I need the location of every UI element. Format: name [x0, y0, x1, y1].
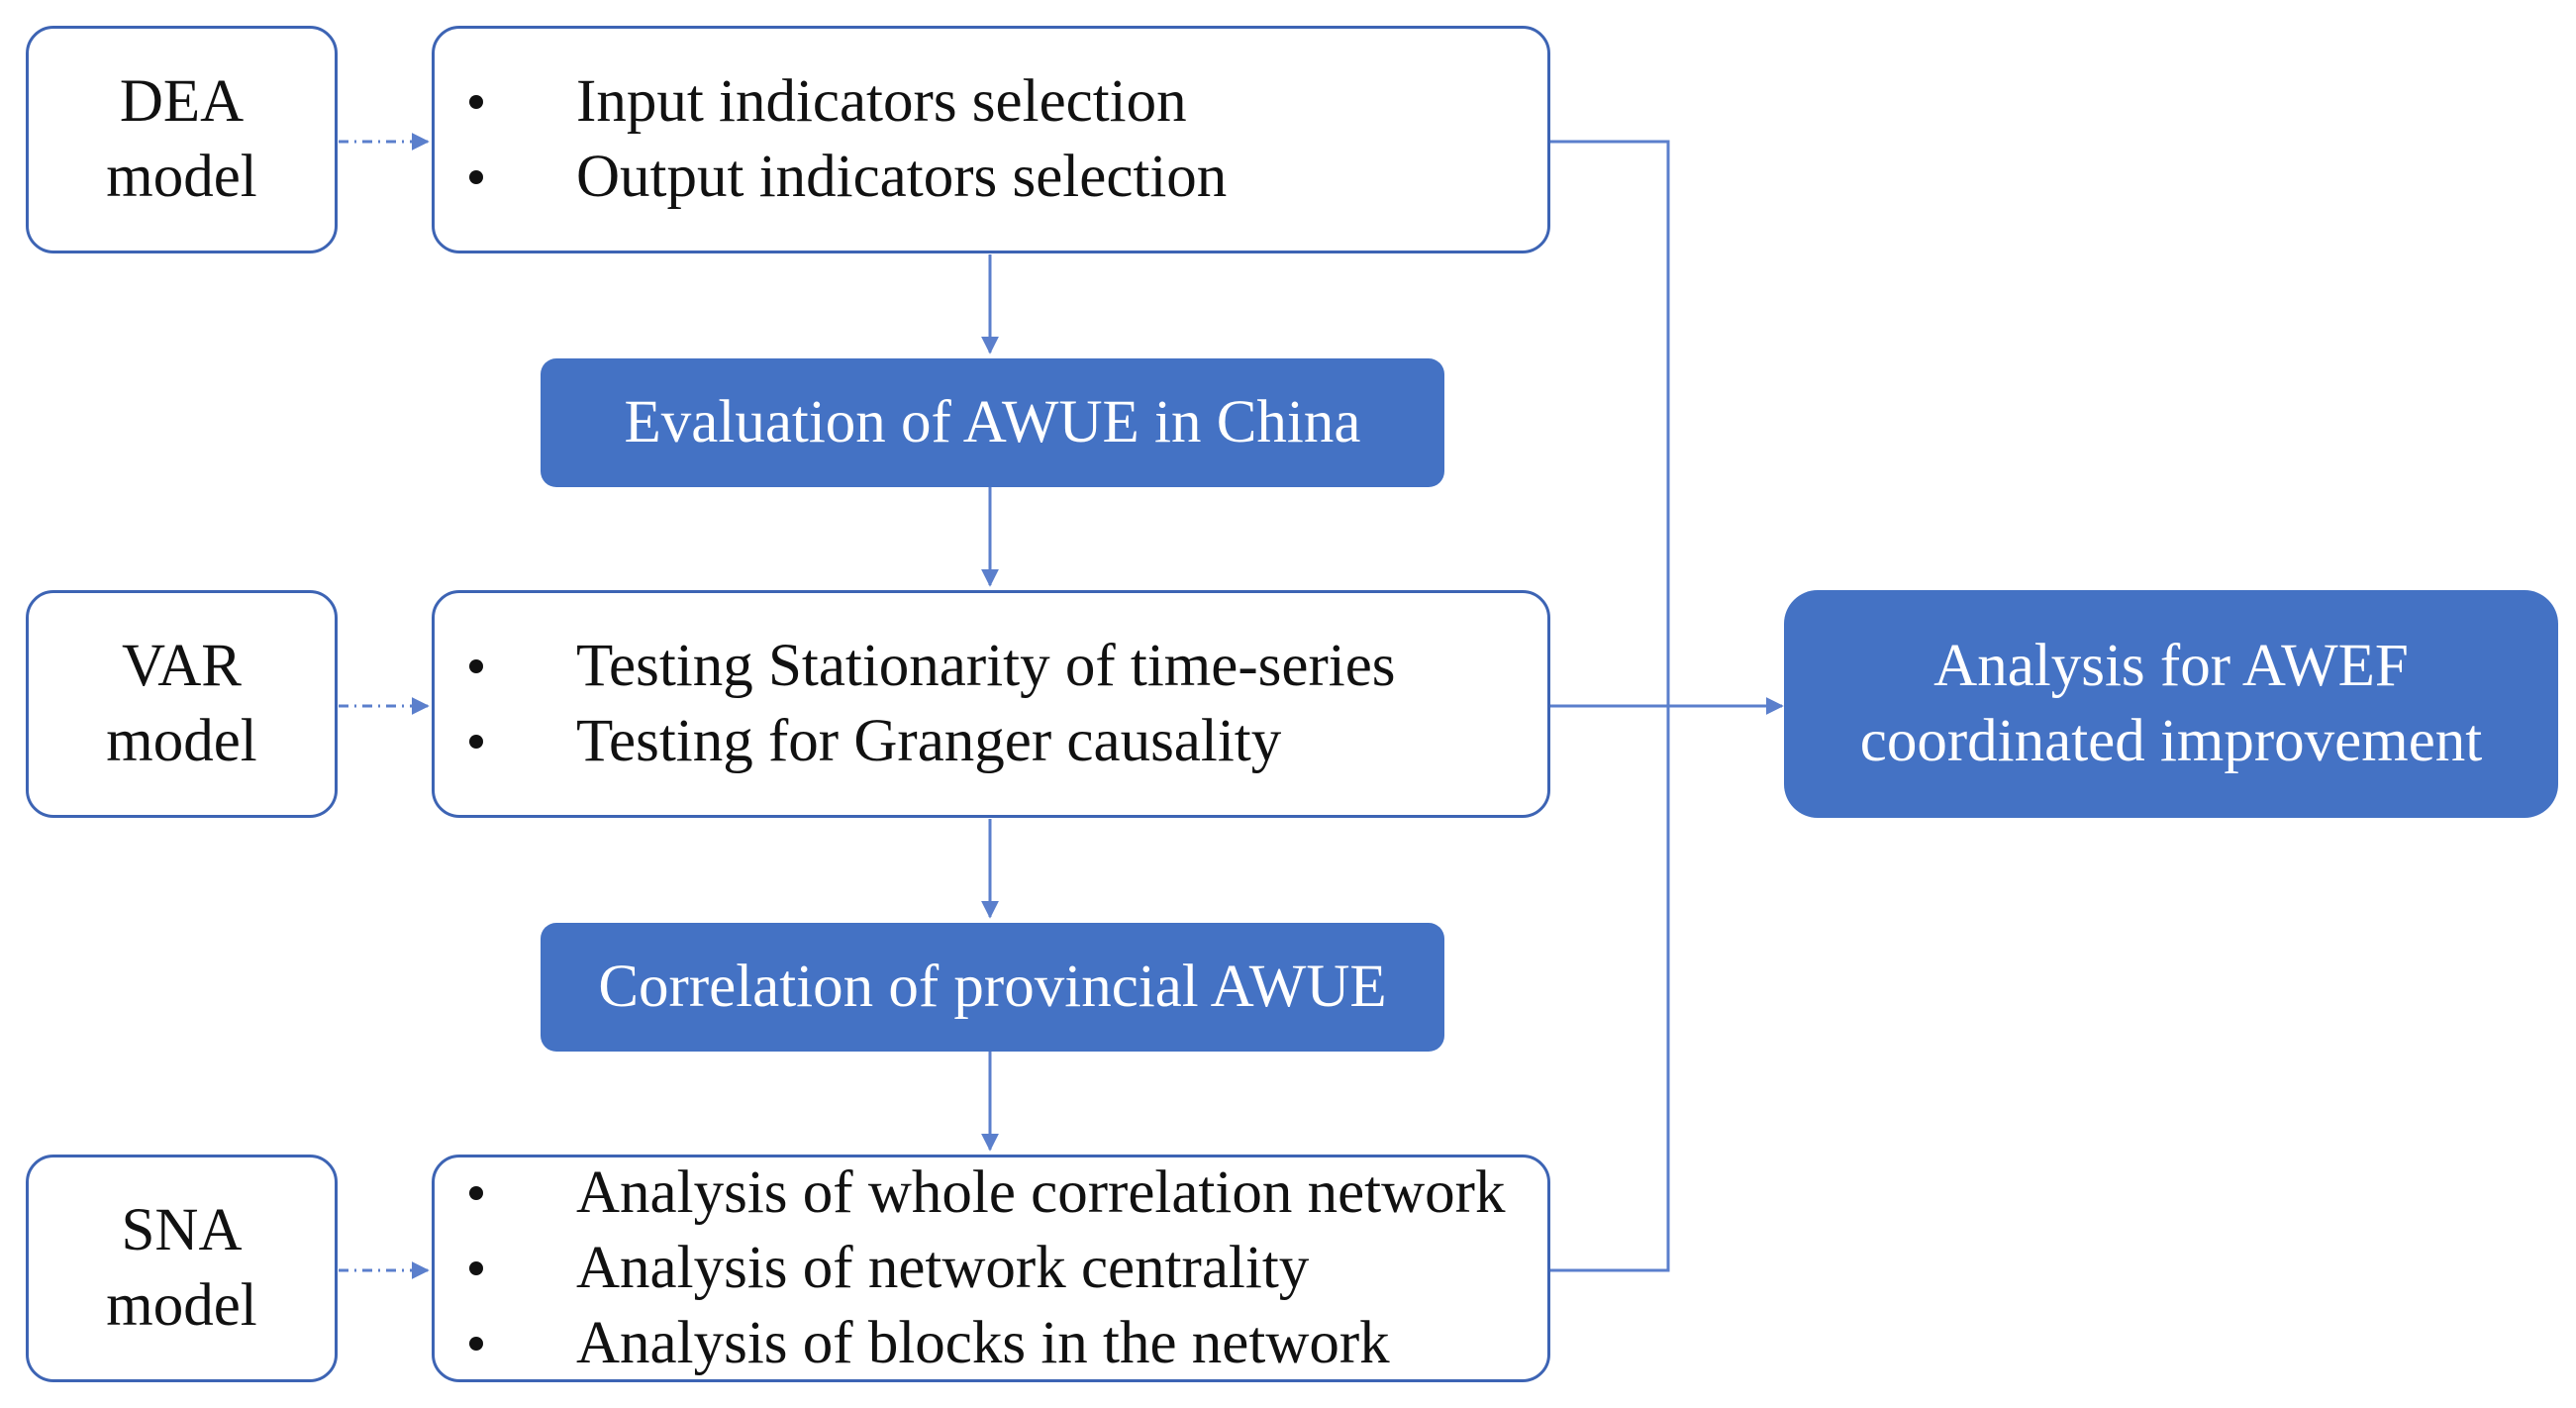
input-indicators-item: Input indicators selection — [469, 64, 1547, 140]
correlation-label: Correlation of provincial AWUE — [598, 954, 1387, 1020]
bullet-icon — [469, 1261, 483, 1275]
granger-test-item: Testing for Granger causality — [469, 704, 1547, 779]
stationarity-test-label: Testing Stationarity of time-series — [576, 633, 1396, 699]
bullet-icon — [469, 170, 483, 184]
centrality-item: Analysis of network centrality — [469, 1231, 1547, 1306]
bottom-feedback-connector — [1550, 706, 1670, 1272]
var-model-line2: model — [106, 708, 257, 774]
evaluation-box: Evaluation of AWUE in China — [541, 358, 1444, 487]
network-analysis-box: Analysis of whole correlation network An… — [432, 1155, 1550, 1382]
whole-network-item: Analysis of whole correlation network — [469, 1156, 1547, 1231]
bullet-icon — [469, 1186, 483, 1200]
dea-model-box: DEA model — [26, 26, 338, 253]
bullet-icon — [469, 1337, 483, 1351]
granger-test-label: Testing for Granger causality — [576, 708, 1282, 774]
awef-analysis-line1: Analysis for AWEF — [1933, 633, 2409, 699]
top-feedback-connector — [1550, 140, 1670, 706]
bullet-icon — [469, 659, 483, 673]
output-indicators-label: Output indicators selection — [576, 144, 1228, 210]
awef-analysis-line2: coordinated improvement — [1859, 708, 2483, 774]
output-indicators-item: Output indicators selection — [469, 140, 1547, 215]
evaluation-label: Evaluation of AWUE in China — [624, 389, 1361, 455]
stationarity-test-item: Testing Stationarity of time-series — [469, 629, 1547, 704]
blocks-label: Analysis of blocks in the network — [576, 1310, 1390, 1376]
sna-model-line1: SNA — [121, 1197, 243, 1263]
bullet-icon — [469, 735, 483, 749]
input-indicators-label: Input indicators selection — [576, 68, 1187, 135]
correlation-box: Correlation of provincial AWUE — [541, 923, 1444, 1052]
awef-analysis-box: Analysis for AWEF coordinated improvemen… — [1784, 590, 2558, 818]
sna-model-box: SNA model — [26, 1155, 338, 1382]
whole-network-label: Analysis of whole correlation network — [576, 1159, 1506, 1226]
dea-model-line1: DEA — [119, 68, 245, 135]
var-testing-box: Testing Stationarity of time-series Test… — [432, 590, 1550, 818]
indicator-selection-box: Input indicators selection Output indica… — [432, 26, 1550, 253]
var-model-box: VAR model — [26, 590, 338, 818]
dea-model-line2: model — [106, 144, 257, 210]
centrality-label: Analysis of network centrality — [576, 1235, 1310, 1301]
bullet-icon — [469, 95, 483, 109]
sna-model-line2: model — [106, 1272, 257, 1339]
var-model-line1: VAR — [122, 633, 242, 699]
blocks-item: Analysis of blocks in the network — [469, 1306, 1547, 1381]
